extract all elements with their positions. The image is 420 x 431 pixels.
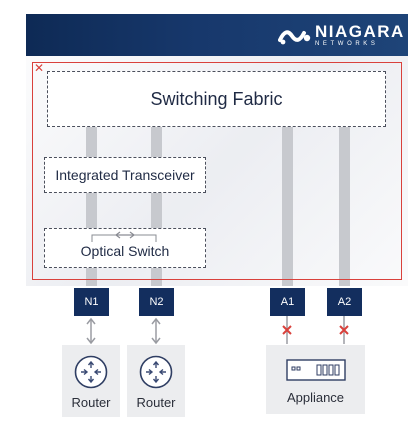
router-icon [74, 355, 108, 389]
niagara-logo: NIAGARA NETWORKS [278, 21, 405, 48]
port-n2-label: N2 [149, 296, 164, 308]
router-device-1[interactable]: Router [62, 345, 120, 417]
link-n1 [86, 317, 96, 345]
optical-switch-label: Optical Switch [80, 243, 170, 259]
router-label-1: Router [71, 395, 111, 410]
appliance-icon [285, 359, 346, 381]
header-bar [26, 14, 408, 56]
router-label-2: Router [136, 395, 176, 410]
optical-switch-crossover-icon [91, 231, 157, 242]
appliance-device[interactable]: Appliance [266, 345, 365, 414]
logo-main-text: NIAGARA [315, 21, 405, 41]
device-links [86, 316, 349, 345]
port-a2-label: A2 [337, 296, 352, 308]
port-a2[interactable]: A2 [327, 288, 362, 316]
integrated-transceiver-box: Integrated Transceiver [44, 157, 206, 193]
lane-n1 [86, 127, 97, 286]
router-icon [139, 355, 173, 389]
lane-n2 [151, 127, 162, 286]
appliance-label: Appliance [286, 390, 345, 405]
link-a1 [282, 316, 292, 344]
integrated-transceiver-label: Integrated Transceiver [55, 167, 195, 183]
port-a1[interactable]: A1 [270, 288, 305, 316]
switching-fabric-box: Switching Fabric [47, 71, 386, 127]
close-icon[interactable]: ✕ [34, 61, 45, 75]
port-n1-label: N1 [84, 296, 99, 308]
logo-sub-text: NETWORKS [315, 40, 379, 47]
niagara-logo-mark-icon [278, 30, 311, 45]
switching-fabric-label: Switching Fabric [150, 88, 283, 109]
lane-a2 [339, 127, 350, 286]
highlight-frame [32, 62, 402, 280]
port-n2[interactable]: N2 [139, 288, 174, 316]
port-a1-label: A1 [280, 296, 295, 308]
router-device-2[interactable]: Router [127, 345, 185, 417]
link-n2 [151, 317, 161, 345]
lane-a1 [282, 127, 293, 286]
link-a2 [339, 316, 349, 344]
port-n1[interactable]: N1 [74, 288, 109, 316]
